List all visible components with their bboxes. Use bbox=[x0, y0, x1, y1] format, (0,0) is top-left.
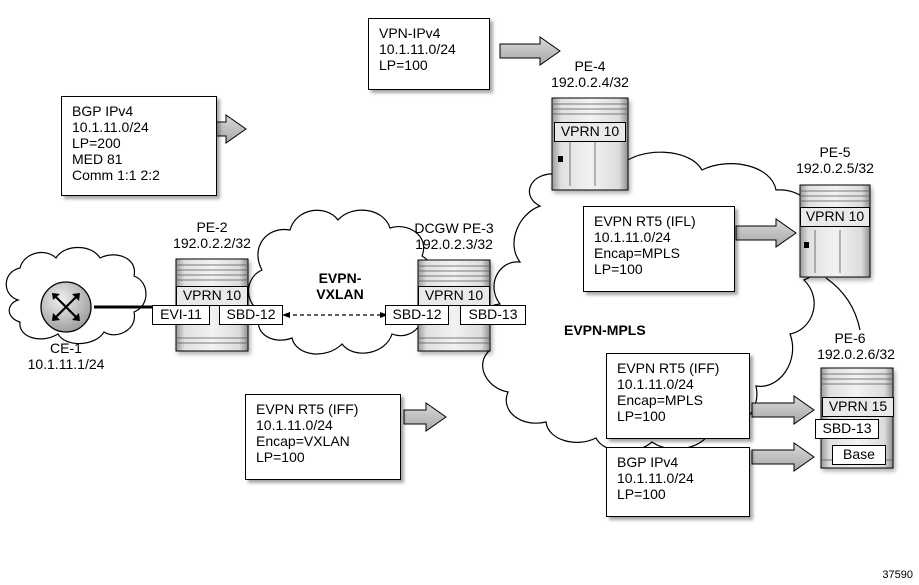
pe6-ip: 192.0.2.6/32 bbox=[817, 346, 895, 362]
pe3-vprn-tag: VPRN 10 bbox=[418, 286, 490, 306]
vpn-pe4-route-box: VPN-IPv4 10.1.11.0/24 LP=100 bbox=[368, 18, 490, 90]
pe3-ip: 192.0.2.3/32 bbox=[415, 236, 493, 252]
rt5-iff-vxlan-line-3: LP=100 bbox=[256, 449, 305, 465]
bgp-pe2-line-4: Comm 1:1 2:2 bbox=[72, 167, 160, 183]
ce1-ip: 10.1.11.1/24 bbox=[27, 356, 105, 372]
pe5-pe6-link bbox=[825, 277, 861, 331]
pe5-router-icon bbox=[799, 184, 871, 278]
rt5-ifl-line-1: 10.1.11.0/24 bbox=[594, 229, 671, 245]
pe6-vprn-tag: VPRN 15 bbox=[822, 397, 894, 417]
evpn-vxlan-label-2: VXLAN bbox=[316, 286, 364, 302]
figure-id: 37590 bbox=[882, 569, 913, 581]
vpn-pe4-line-0: VPN-IPv4 bbox=[379, 25, 441, 41]
bgp-pe6-arrow bbox=[751, 442, 815, 472]
rt5-iff-vxlan-line-1: 10.1.11.0/24 bbox=[256, 417, 333, 433]
bgp-pe6-route-box: BGP IPv4 10.1.11.0/24 LP=100 bbox=[606, 447, 750, 517]
pe2-vprn-tag: VPRN 10 bbox=[176, 286, 248, 306]
pe3-name: DCGW PE-3 bbox=[414, 220, 494, 236]
rt5-iff-mpls-line-1: 10.1.11.0/24 bbox=[617, 376, 694, 392]
pe6-base-tag: Base bbox=[832, 445, 886, 465]
bgp-pe2-line-2: LP=200 bbox=[72, 135, 121, 151]
pe4-name: PE-4 bbox=[574, 58, 606, 74]
rt5-iff-mpls-arrow bbox=[751, 395, 815, 425]
pe4-ip: 192.0.2.4/32 bbox=[551, 74, 629, 90]
rt5-ifl-line-2: Encap=MPLS bbox=[594, 245, 680, 261]
pe5-name: PE-5 bbox=[819, 144, 851, 160]
rt5-iff-vxlan-arrow bbox=[403, 402, 447, 432]
bgp-pe6-line-0: BGP IPv4 bbox=[617, 454, 679, 470]
bgp-pe6-line-2: LP=100 bbox=[617, 486, 666, 502]
evpn-mpls-label: EVPN-MPLS bbox=[564, 322, 646, 338]
rt5-ifl-line-3: LP=100 bbox=[594, 261, 643, 277]
vxlan-arrowhead-right bbox=[380, 312, 388, 318]
pe3-sbd-right-tag: SBD-13 bbox=[460, 305, 526, 325]
vpn-pe4-arrow bbox=[499, 36, 561, 66]
rt5-iff-vxlan-route-box: EVPN RT5 (IFF) 10.1.11.0/24 Encap=VXLAN … bbox=[245, 394, 401, 480]
bgp-pe6-line-1: 10.1.11.0/24 bbox=[617, 470, 694, 486]
vpn-pe4-line-2: LP=100 bbox=[379, 57, 428, 73]
evpn-vxlan-label-1: EVPN- bbox=[318, 270, 362, 286]
ce1-name: CE-1 bbox=[50, 340, 82, 356]
pe3-sbd-left-tag: SBD-12 bbox=[385, 305, 449, 325]
rt5-iff-mpls-route-box: EVPN RT5 (IFF) 10.1.11.0/24 Encap=MPLS L… bbox=[606, 353, 750, 439]
vpn-pe4-line-1: 10.1.11.0/24 bbox=[379, 41, 456, 57]
rt5-ifl-line-0: EVPN RT5 (IFL) bbox=[594, 213, 696, 229]
vxlan-arrowhead-left bbox=[282, 312, 290, 318]
rt5-iff-mpls-line-3: LP=100 bbox=[617, 408, 666, 424]
pe2-ip: 192.0.2.2/32 bbox=[173, 235, 251, 251]
pe2-name: PE-2 bbox=[196, 219, 228, 235]
pe2-evi-tag: EVI-11 bbox=[152, 305, 210, 325]
rt5-iff-vxlan-line-0: EVPN RT5 (IFF) bbox=[256, 401, 359, 417]
pe5-ip: 192.0.2.5/32 bbox=[796, 160, 874, 176]
rt5-iff-vxlan-line-2: Encap=VXLAN bbox=[256, 433, 350, 449]
bgp-pe2-line-3: MED 81 bbox=[72, 151, 123, 167]
bgp-pe2-line-0: BGP IPv4 bbox=[72, 103, 134, 119]
ce1-router-icon bbox=[40, 281, 92, 333]
rt5-iff-mpls-line-2: Encap=MPLS bbox=[617, 392, 703, 408]
bgp-pe2-line-1: 10.1.11.0/24 bbox=[72, 119, 149, 135]
bgp-pe2-route-box: BGP IPv4 10.1.11.0/24 LP=200 MED 81 Comm… bbox=[61, 96, 217, 196]
pe2-sbd-tag: SBD-12 bbox=[219, 305, 283, 325]
rt5-iff-mpls-line-0: EVPN RT5 (IFF) bbox=[617, 360, 720, 376]
pe5-vprn-tag: VPRN 10 bbox=[800, 207, 870, 227]
rt5-ifl-route-box: EVPN RT5 (IFL) 10.1.11.0/24 Encap=MPLS L… bbox=[583, 206, 735, 292]
pe4-vprn-tag: VPRN 10 bbox=[554, 122, 626, 142]
pe6-name: PE-6 bbox=[834, 330, 866, 346]
pe6-sbd-tag: SBD-13 bbox=[815, 419, 879, 439]
pe4-router-icon bbox=[551, 97, 629, 191]
rt5-ifl-arrow bbox=[735, 218, 797, 248]
